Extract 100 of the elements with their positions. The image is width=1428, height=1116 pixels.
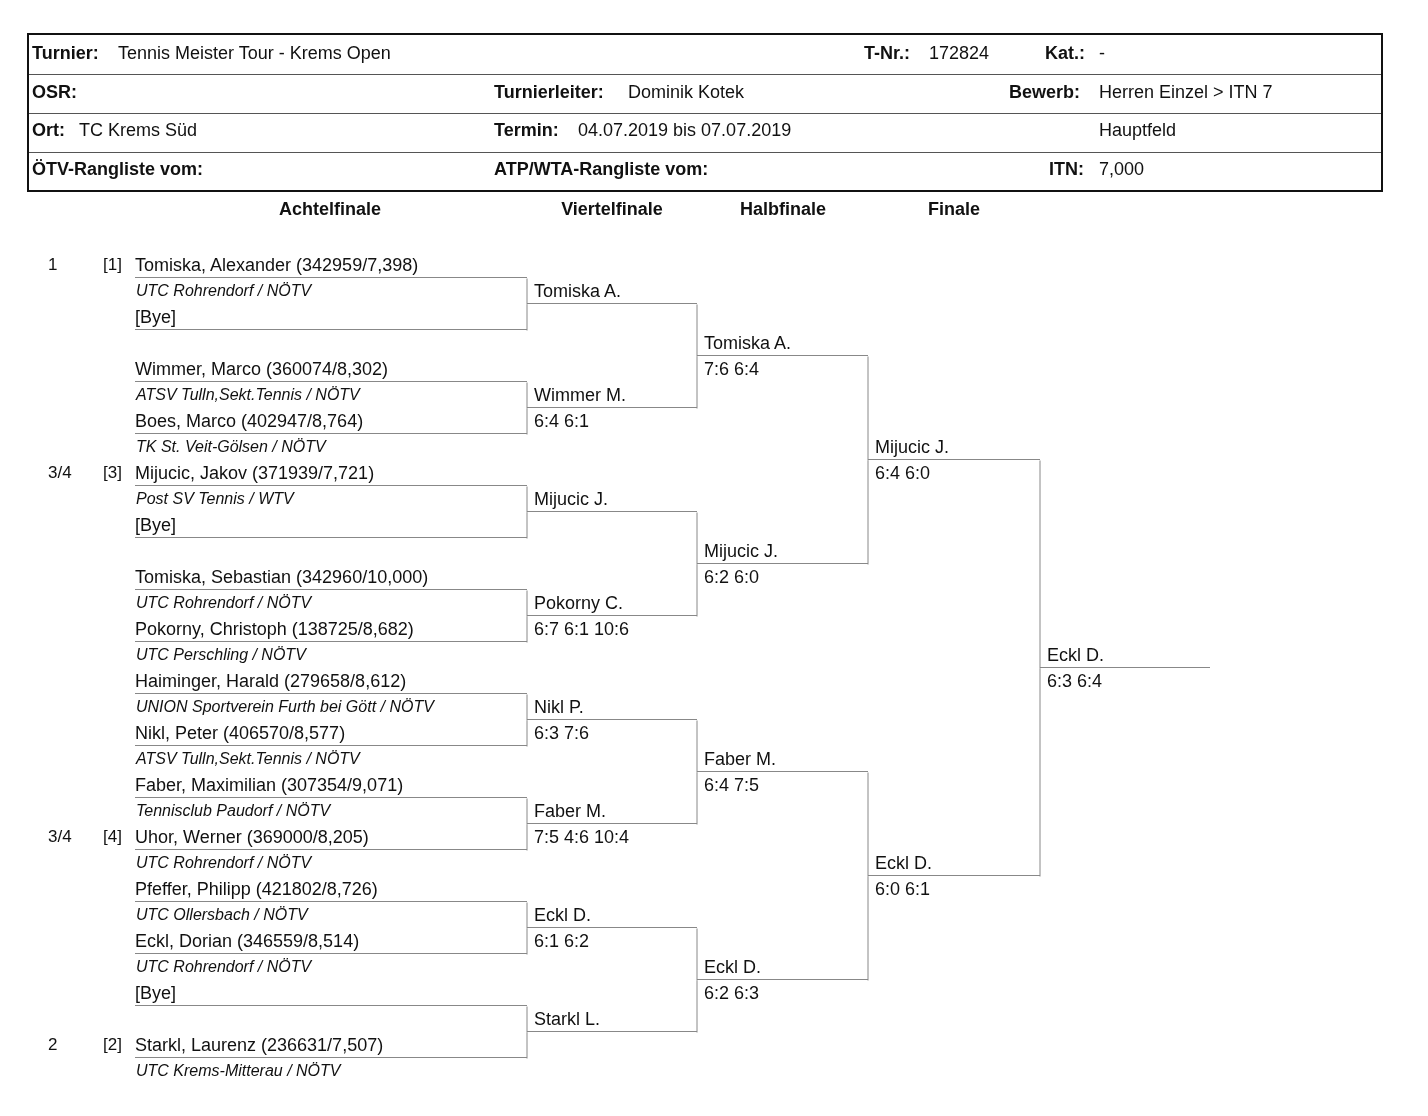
player-name: Pfeffer, Philipp (421802/8,726) — [135, 876, 527, 902]
field-label: ITN: — [1049, 159, 1084, 179]
match-score: 6:1 6:2 — [534, 930, 590, 953]
winner-name: Mijucic J. — [868, 434, 1040, 460]
match-score: 6:4 6:1 — [534, 410, 590, 433]
seed-number: [3] — [103, 462, 122, 484]
winner-name: Faber M. — [697, 746, 868, 772]
bracket-line — [1039, 668, 1041, 877]
match-score: 7:6 6:4 — [704, 358, 760, 381]
bracket-line — [526, 928, 528, 955]
club-name: UTC Perschling / NÖTV — [136, 645, 306, 665]
match-score: 7:5 4:6 10:4 — [534, 826, 630, 849]
bracket-line — [526, 824, 528, 851]
field-value: - — [1099, 43, 1105, 63]
bracket-line — [526, 382, 528, 409]
bracket-line — [526, 720, 528, 747]
field-label: Ort: — [32, 120, 65, 140]
field-value: Hauptfeld — [1099, 120, 1177, 140]
player-name: Uhor, Werner (369000/8,205) — [135, 824, 527, 850]
field-value: Tennis Meister Tour - Krems Open — [118, 43, 391, 63]
player-name: Haiminger, Harald (279658/8,612) — [135, 668, 527, 694]
seed-number: [4] — [103, 826, 122, 848]
bracket-line — [696, 512, 698, 565]
winner-name: Tomiska A. — [527, 278, 697, 304]
bracket-line — [696, 928, 698, 981]
winner-name: Tomiska A. — [697, 330, 868, 356]
club-name: UTC Rohrendorf / NÖTV — [136, 593, 312, 613]
field-label: Turnier: — [32, 43, 99, 63]
field-label: Turnierleiter: — [494, 82, 604, 102]
round-heading: Finale — [928, 199, 980, 219]
player-name: Tomiska, Alexander (342959/7,398) — [135, 252, 527, 278]
field-value: 7,000 — [1099, 159, 1145, 179]
bracket-line — [867, 876, 869, 981]
club-name: UTC Ollersbach / NÖTV — [136, 905, 308, 925]
bracket-line — [526, 798, 528, 825]
field-value: Dominik Kotek — [628, 82, 745, 102]
winner-name: Pokorny C. — [527, 590, 697, 616]
bracket-line — [696, 564, 698, 617]
field-value: TC Krems Süd — [79, 120, 198, 140]
draw-position: 3/4 — [48, 826, 72, 848]
draw-position: 3/4 — [48, 462, 72, 484]
winner-name: Nikl P. — [527, 694, 697, 720]
field-label: OSR: — [32, 82, 77, 102]
player-name: Tomiska, Sebastian (342960/10,000) — [135, 564, 527, 590]
field-label: T-Nr.: — [864, 43, 910, 63]
match-score: 6:0 6:1 — [875, 878, 931, 901]
seed-number: [2] — [103, 1034, 122, 1056]
draw-position: 2 — [48, 1034, 58, 1056]
bracket-line — [526, 590, 528, 617]
bracket-line — [526, 1006, 528, 1033]
winner-name: Eckl D. — [527, 902, 697, 928]
player-name: Boes, Marco (402947/8,764) — [135, 408, 527, 434]
bracket-line — [526, 616, 528, 643]
club-name: UTC Rohrendorf / NÖTV — [136, 957, 312, 977]
bracket-line — [1039, 460, 1041, 669]
field-value: Herren Einzel > ITN 7 — [1099, 82, 1273, 102]
player-name: Pokorny, Christoph (138725/8,682) — [135, 616, 527, 642]
winner-name: Starkl L. — [527, 1006, 697, 1032]
bracket-line — [696, 980, 698, 1033]
bracket-line — [867, 772, 869, 877]
bracket-line — [696, 772, 698, 825]
player-name: Eckl, Dorian (346559/8,514) — [135, 928, 527, 954]
match-score: 6:4 6:0 — [875, 462, 931, 485]
seed-number: [1] — [103, 254, 122, 276]
bracket-line — [526, 408, 528, 435]
bracket-line — [867, 460, 869, 565]
bracket-line — [696, 356, 698, 409]
club-name: ATSV Tulln,Sekt.Tennis / NÖTV — [136, 749, 360, 769]
bracket-line — [526, 902, 528, 929]
bracket-line — [526, 1032, 528, 1059]
field-label: ÖTV-Rangliste vom: — [32, 159, 204, 179]
round-heading: Viertelfinale — [561, 199, 663, 219]
field-label: Bewerb: — [1009, 82, 1080, 102]
bracket-line — [526, 486, 528, 513]
match-score: 6:7 6:1 10:6 — [534, 618, 630, 641]
bracket-line — [526, 512, 528, 539]
club-name: TK St. Veit-Gölsen / NÖTV — [136, 437, 326, 457]
match-score: 6:3 6:4 — [1047, 670, 1103, 693]
winner-name: Eckl D. — [1040, 642, 1210, 668]
club-name: Tennisclub Paudorf / NÖTV — [136, 801, 331, 821]
match-score: 6:2 6:3 — [704, 982, 760, 1005]
club-name: Post SV Tennis / WTV — [136, 489, 294, 509]
club-name: UTC Rohrendorf / NÖTV — [136, 281, 312, 301]
player-name: Wimmer, Marco (360074/8,302) — [135, 356, 527, 382]
match-score: 6:4 7:5 — [704, 774, 760, 797]
player-name: Faber, Maximilian (307354/9,071) — [135, 772, 527, 798]
bracket-line — [526, 694, 528, 721]
bracket-line — [696, 304, 698, 357]
draw-position: 1 — [48, 254, 58, 276]
club-name: ATSV Tulln,Sekt.Tennis / NÖTV — [136, 385, 360, 405]
bracket-line — [696, 720, 698, 773]
winner-name: Wimmer M. — [527, 382, 697, 408]
club-name: UNION Sportverein Furth bei Gött / NÖTV — [136, 697, 434, 717]
bye-entry: [Bye] — [135, 512, 527, 538]
bye-entry: [Bye] — [135, 304, 527, 330]
winner-name: Faber M. — [527, 798, 697, 824]
winner-name: Mijucic J. — [527, 486, 697, 512]
bracket-line — [526, 278, 528, 305]
match-score: 6:2 6:0 — [704, 566, 760, 589]
match-score: 6:3 7:6 — [534, 722, 590, 745]
